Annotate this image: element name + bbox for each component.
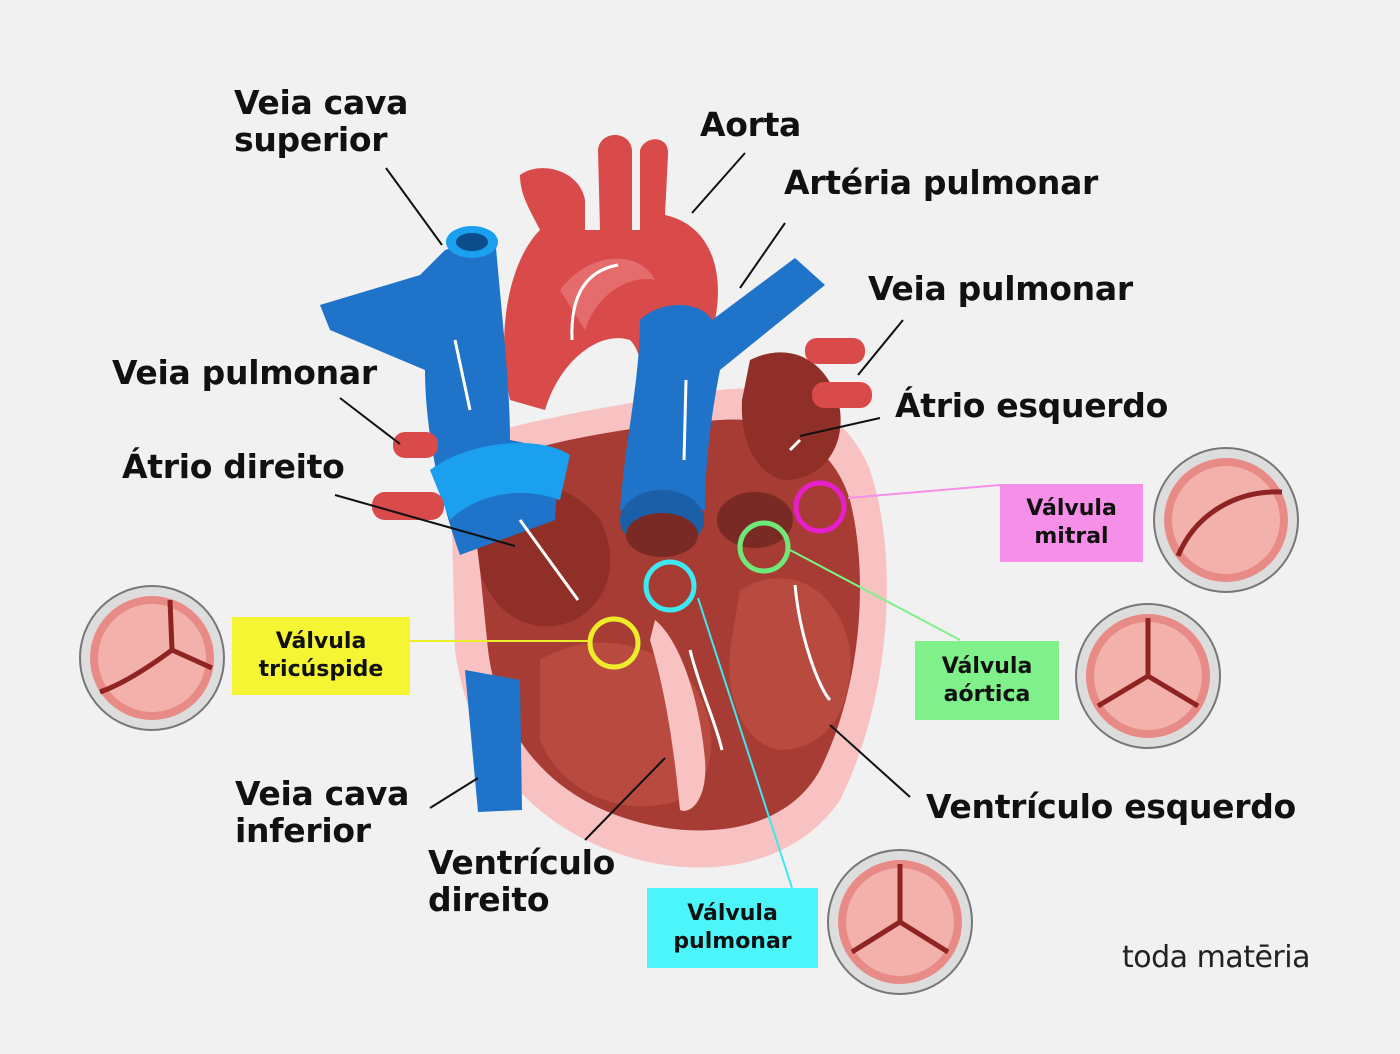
right-pulmonary-vein-lower bbox=[372, 492, 444, 520]
valve-box-line: Válvula bbox=[1026, 496, 1117, 521]
label-veia-cava-inferior: Veia cava inferior bbox=[235, 775, 409, 849]
valve-box-line: Válvula bbox=[687, 901, 778, 926]
left-ventricle-chamber bbox=[729, 578, 851, 750]
valve-box-line: Válvula bbox=[941, 653, 1033, 679]
pulmonary-valve-seat bbox=[626, 513, 698, 557]
valve-box-line: mitral bbox=[1034, 524, 1109, 549]
valve-tricuspid-icon bbox=[79, 585, 225, 731]
valve-pulmonary-icon bbox=[827, 849, 973, 995]
blood-flow-arrows bbox=[453, 263, 832, 751]
brand-logo: toda matēria bbox=[1122, 940, 1310, 975]
label-aorta: Aorta bbox=[700, 105, 802, 144]
valve-box-line: tricúspide bbox=[258, 657, 384, 682]
valve-box-line: pulmonar bbox=[673, 929, 792, 954]
aortic-valve-ring bbox=[737, 520, 791, 574]
valve-box-line: Válvula bbox=[275, 629, 367, 654]
label-line: direito bbox=[428, 880, 550, 919]
left-atrium-chamber bbox=[741, 352, 841, 480]
valve-box-mitral: Válvula mitral bbox=[1000, 484, 1143, 562]
left-pulmonary-vein-2 bbox=[812, 382, 872, 408]
valve-box-pulmonar: Válvula pulmonar bbox=[647, 888, 818, 968]
label-line: inferior bbox=[235, 811, 371, 850]
mitral-valve-ring bbox=[793, 480, 847, 534]
right-atrium-rim bbox=[430, 443, 570, 520]
label-arteria-pulmonar: Artéria pulmonar bbox=[784, 163, 1099, 202]
label-line: superior bbox=[234, 120, 388, 159]
pulmonary-artery-vessel bbox=[620, 258, 825, 510]
svc-inner bbox=[456, 233, 488, 251]
valve-mitral-icon bbox=[1153, 447, 1299, 593]
label-line: Veia cava bbox=[235, 774, 410, 813]
valve-aortic-icon bbox=[1075, 603, 1221, 749]
label-ventriculo-esquerdo: Ventrículo esquerdo bbox=[926, 787, 1296, 826]
label-line: Ventrículo bbox=[428, 843, 616, 882]
right-pulmonary-vein-upper bbox=[393, 432, 438, 458]
leader-lines bbox=[334, 152, 911, 841]
valve-box-tricuspide: Válvula tricúspide bbox=[232, 617, 410, 695]
mitral-connector bbox=[847, 484, 1001, 499]
valve-box-line: aórtica bbox=[943, 681, 1031, 707]
aorta-highlight bbox=[560, 258, 655, 330]
label-atrio-esquerdo: Átrio esquerdo bbox=[895, 386, 1168, 425]
pulmonary-connector bbox=[697, 597, 793, 889]
aortic-connector bbox=[789, 549, 961, 641]
inferior-vena-cava bbox=[465, 670, 522, 812]
left-pulmonary-vein-1 bbox=[805, 338, 865, 364]
label-line: Veia cava bbox=[234, 83, 409, 122]
septum bbox=[650, 620, 706, 811]
label-veia-pulmonar-direita: Veia pulmonar bbox=[112, 353, 377, 392]
label-atrio-direito: Átrio direito bbox=[122, 447, 345, 486]
aortic-valve-seat bbox=[717, 492, 793, 548]
label-ventriculo-direito: Ventrículo direito bbox=[428, 844, 615, 918]
tricuspid-valve-ring bbox=[587, 616, 641, 670]
valve-box-aortica: Válvula aórtica bbox=[915, 641, 1059, 720]
label-veia-cava-superior: Veia cava superior bbox=[234, 84, 408, 158]
pulmonary-valve-ring bbox=[643, 559, 697, 613]
label-veia-pulmonar-esquerda: Veia pulmonar bbox=[868, 269, 1133, 308]
